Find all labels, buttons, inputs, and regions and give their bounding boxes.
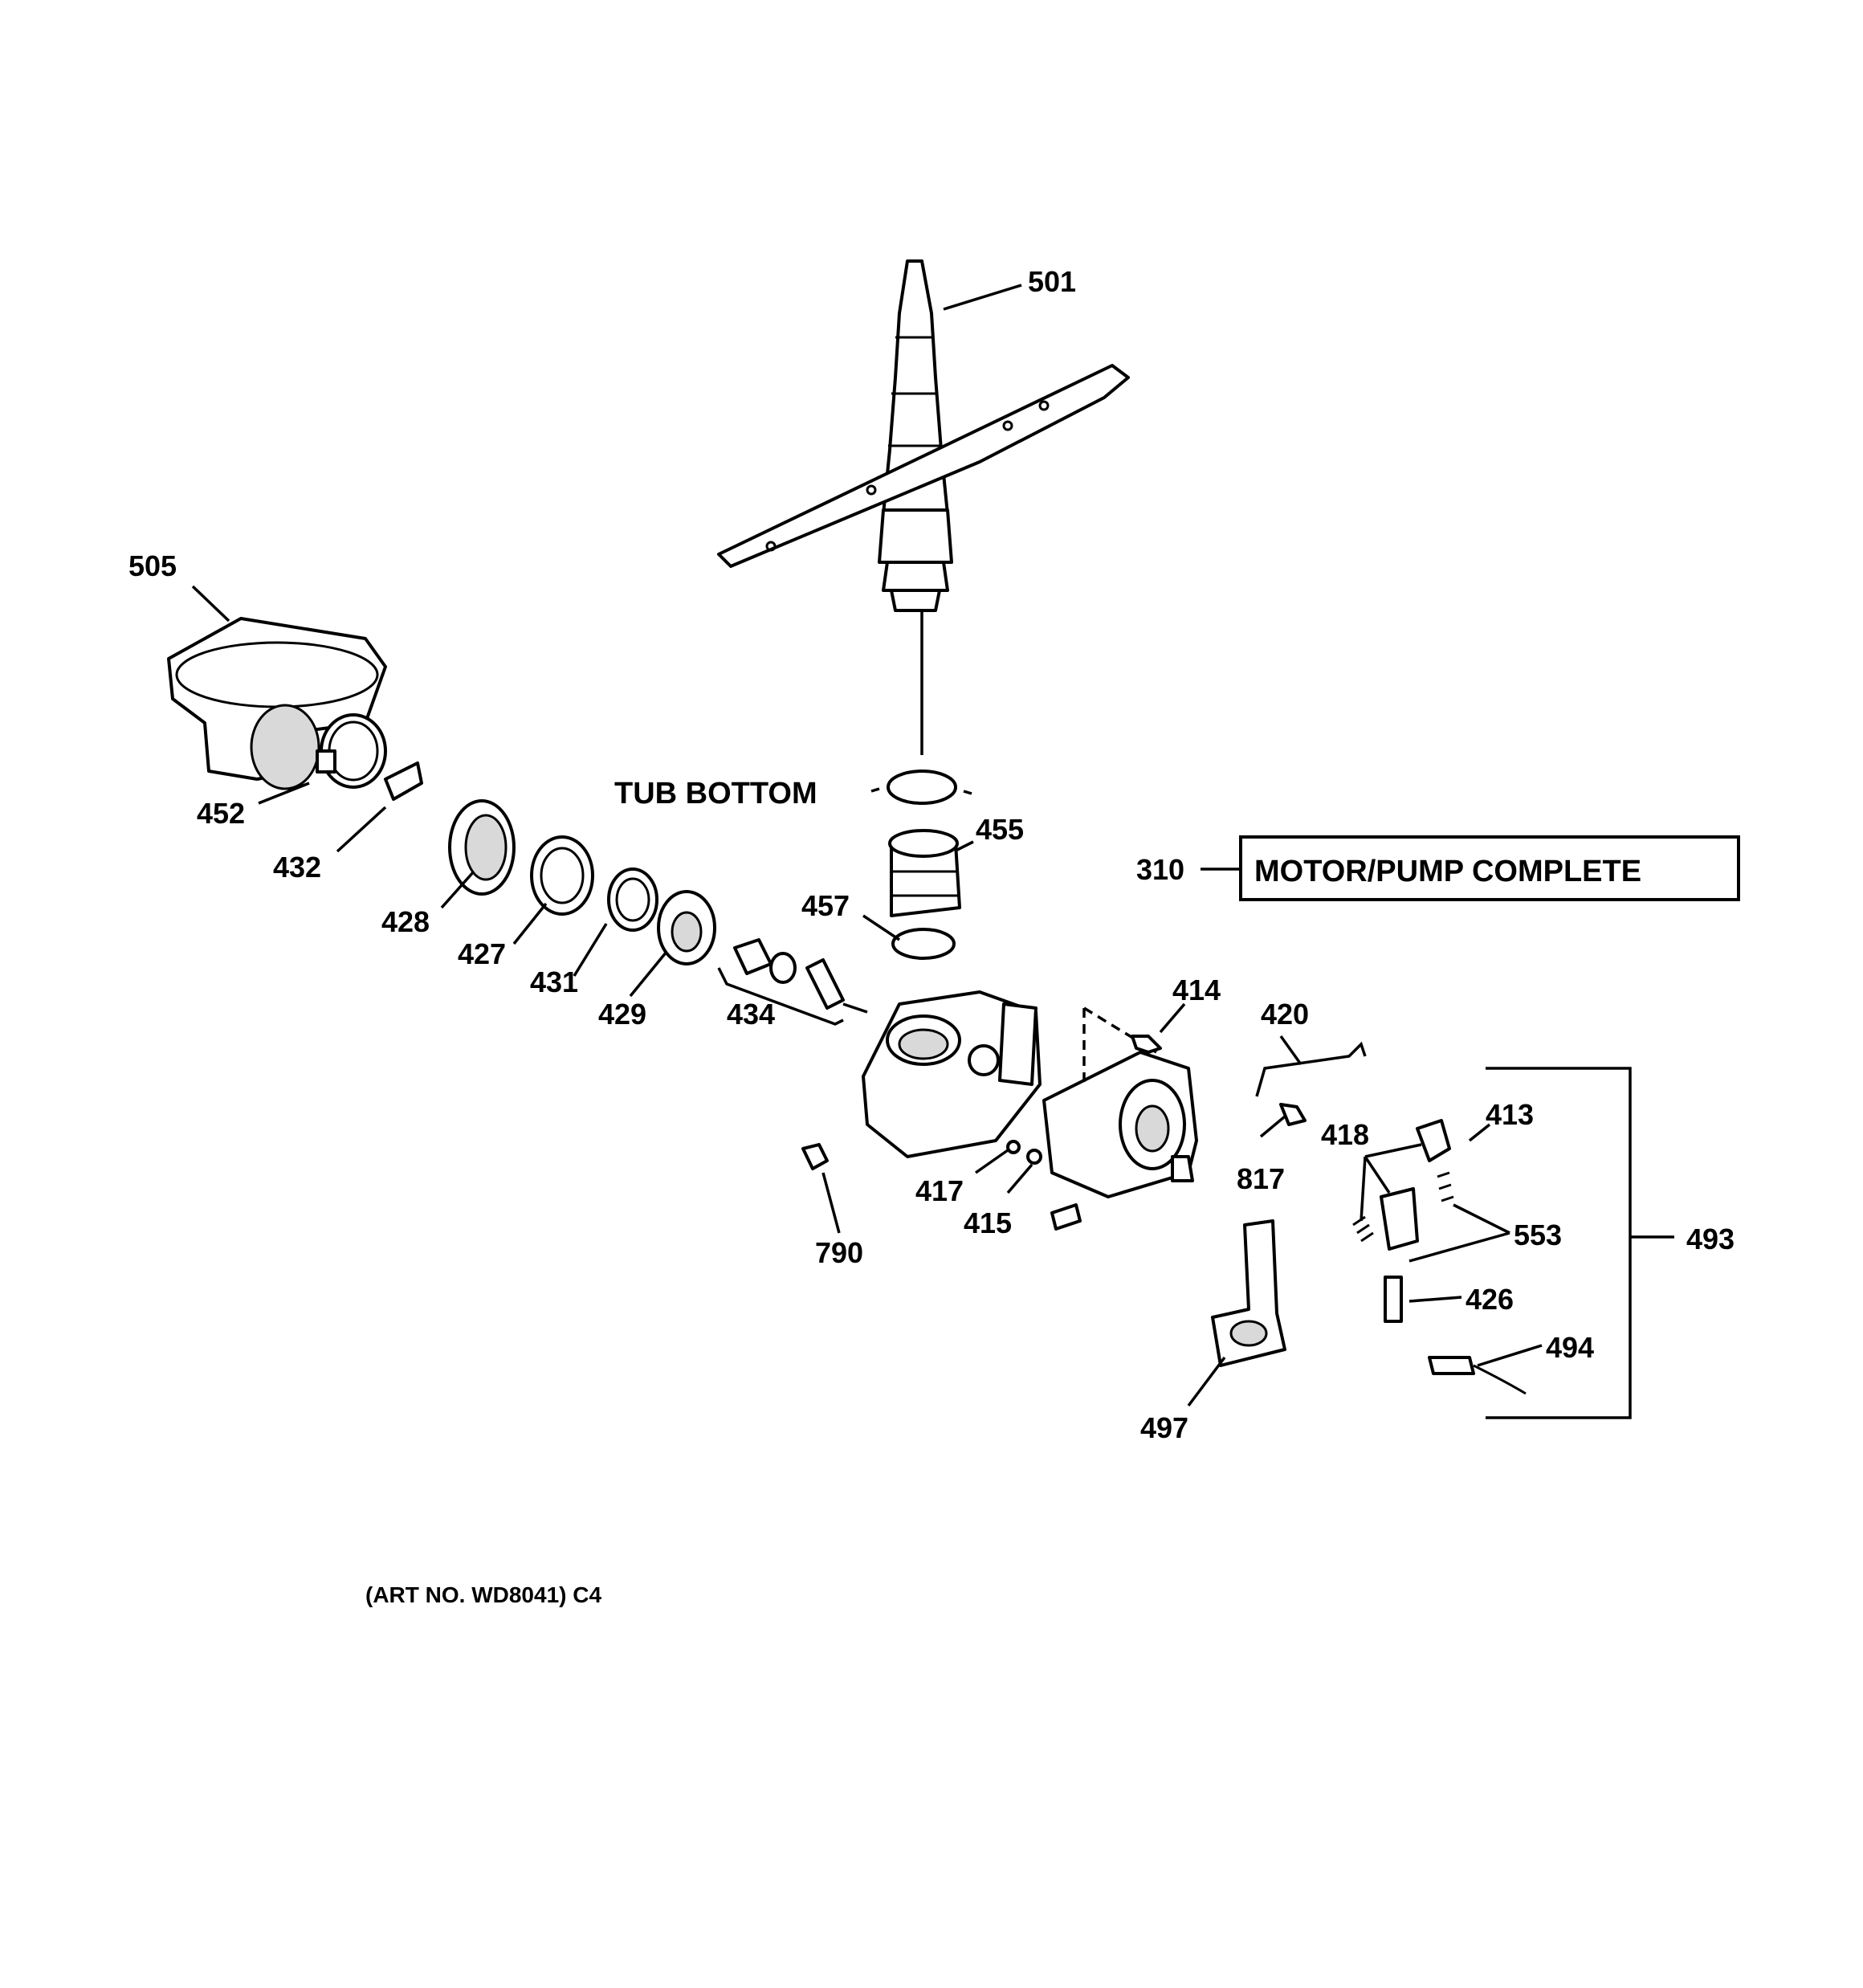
tub-bottom-label: TUB BOTTOM <box>614 777 817 810</box>
label-427: 427 <box>458 937 506 970</box>
label-457: 457 <box>801 889 850 922</box>
label-429: 429 <box>598 998 646 1031</box>
ring-431 <box>607 867 658 932</box>
motor-pump-complete-label: MOTOR/PUMP COMPLETE <box>1254 855 1641 888</box>
label-493: 493 <box>1686 1223 1735 1255</box>
label-428: 428 <box>381 905 430 938</box>
motor <box>1042 1051 1198 1231</box>
label-455: 455 <box>976 813 1024 846</box>
motor-pump-complete-box <box>1239 835 1740 901</box>
label-426: 426 <box>1466 1283 1514 1316</box>
label-553: 553 <box>1514 1219 1562 1251</box>
label-501: 501 <box>1028 265 1076 298</box>
ring-427 <box>530 835 594 916</box>
bellows-455 <box>888 829 961 917</box>
label-790: 790 <box>815 1236 863 1269</box>
label-418: 418 <box>1321 1118 1369 1151</box>
art-number: (ART NO. WD8041) C4 <box>365 1582 601 1607</box>
label-415: 415 <box>964 1206 1012 1239</box>
clamp-457 <box>891 928 956 960</box>
filter-428 <box>448 799 516 896</box>
label-310: 310 <box>1136 853 1184 886</box>
clamp-452 <box>316 713 387 789</box>
label-452: 452 <box>197 797 245 830</box>
label-432: 432 <box>273 851 321 884</box>
pump-housing <box>862 990 1042 1158</box>
label-431: 431 <box>530 965 578 998</box>
sump-505 <box>167 617 387 790</box>
kit-parts-493 <box>1352 1119 1527 1395</box>
label-434: 434 <box>727 998 775 1031</box>
label-414: 414 <box>1172 974 1221 1006</box>
spray-arm-tower-501 <box>717 259 1130 755</box>
label-417: 417 <box>915 1174 964 1207</box>
label-817: 817 <box>1237 1162 1285 1195</box>
bracket-497 <box>1211 1219 1286 1367</box>
label-497: 497 <box>1140 1411 1188 1444</box>
clip-432 <box>384 761 423 801</box>
label-494: 494 <box>1546 1331 1594 1364</box>
label-413: 413 <box>1486 1098 1534 1131</box>
seal-assembly-434 <box>733 938 845 1010</box>
label-420: 420 <box>1261 998 1309 1031</box>
impeller-429 <box>657 890 716 965</box>
label-505: 505 <box>128 549 177 582</box>
